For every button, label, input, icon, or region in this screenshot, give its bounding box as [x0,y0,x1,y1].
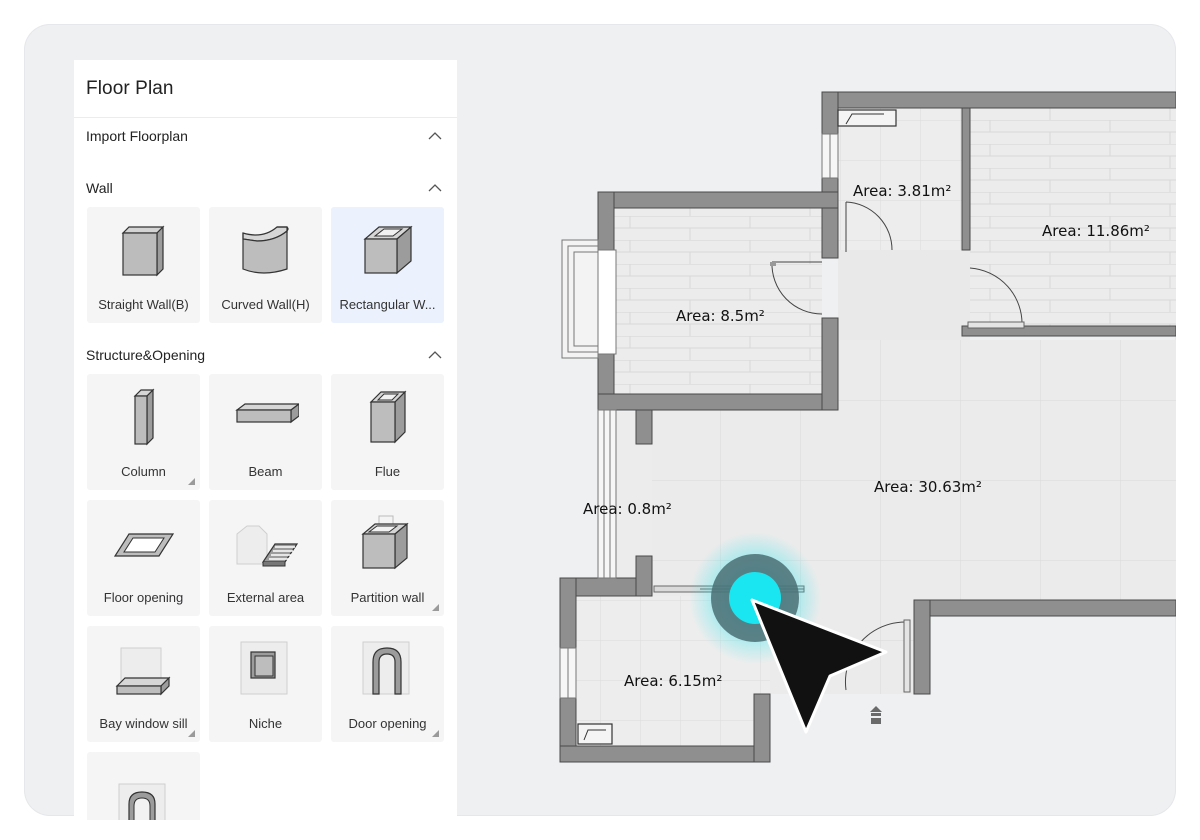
tool-beam[interactable]: Beam [209,374,322,490]
tool-rectangular-wall[interactable]: Rectangular W... [331,207,444,323]
tool-label: Straight Wall(B) [98,297,189,312]
column-icon [133,388,155,446]
tool-label: Column [121,464,166,479]
tool-label: Bay window sill [99,716,188,731]
area-label-bathroom: Area: 3.81m² [853,182,952,200]
rectangular-wall-icon [363,225,413,275]
submenu-indicator [432,604,439,611]
area-label-bedroom: Area: 8.5m² [676,307,765,325]
section-import-floorplan[interactable]: Import Floorplan [86,126,443,146]
area-label-balcony: Area: 0.8m² [583,500,672,518]
niche-icon [240,641,288,695]
external-area-icon [236,525,299,567]
floor-plan-drawing[interactable] [457,24,1176,816]
bay-window-sill-icon [115,647,171,696]
section-structure-opening[interactable]: Structure&Opening [86,345,443,365]
submenu-indicator [432,730,439,737]
tool-arch-opening[interactable] [87,752,200,820]
section-label: Wall [86,180,113,196]
arch-opening-icon [118,783,166,820]
tool-curved-wall[interactable]: Curved Wall(H) [209,207,322,323]
tool-door-opening[interactable]: Door opening [331,626,444,742]
area-label-small-room: Area: 6.15m² [624,672,723,690]
entrance-marker-icon [870,706,882,724]
tool-label: Niche [248,716,283,731]
straight-wall-icon [121,225,165,277]
chevron-up-icon[interactable] [427,128,443,144]
area-label-bedroom-large: Area: 11.86m² [1042,222,1150,240]
tool-label: External area [226,590,305,605]
tool-label: Curved Wall(H) [221,297,310,312]
partition-wall-icon [361,515,409,570]
floor-plan-panel: Floor Plan Import Floorplan Wall Straigh… [74,60,457,820]
section-label: Structure&Opening [86,347,206,363]
tool-partition-wall[interactable]: Partition wall [331,500,444,616]
chevron-up-icon[interactable] [427,347,443,363]
flue-icon [369,390,407,444]
floor-opening-icon [113,533,175,557]
tool-bay-window-sill[interactable]: Bay window sill [87,626,200,742]
submenu-indicator [188,478,195,485]
tool-label: Rectangular W... [339,297,436,312]
tool-flue[interactable]: Flue [331,374,444,490]
submenu-indicator [188,730,195,737]
panel-title: Floor Plan [86,78,174,99]
area-label-living-room: Area: 30.63m² [874,478,982,496]
door-opening-icon [362,641,410,695]
section-wall[interactable]: Wall [86,178,443,198]
panel-divider [74,117,457,118]
tool-label: Flue [374,464,401,479]
beam-icon [235,403,299,424]
tool-label: Beam [248,464,283,479]
tool-column[interactable]: Column [87,374,200,490]
curved-wall-icon [242,226,289,274]
chevron-up-icon[interactable] [427,180,443,196]
floor-plan-canvas[interactable]: Area: 3.81m² Area: 11.86m² Area: 8.5m² A… [457,24,1176,816]
section-label: Import Floorplan [86,128,188,144]
tool-label: Partition wall [350,590,425,605]
tool-niche[interactable]: Niche [209,626,322,742]
tool-floor-opening[interactable]: Floor opening [87,500,200,616]
mouse-pointer-icon [750,598,888,734]
tool-straight-wall[interactable]: Straight Wall(B) [87,207,200,323]
tool-label: Floor opening [103,590,184,605]
tool-external-area[interactable]: External area [209,500,322,616]
tool-label: Door opening [348,716,427,731]
